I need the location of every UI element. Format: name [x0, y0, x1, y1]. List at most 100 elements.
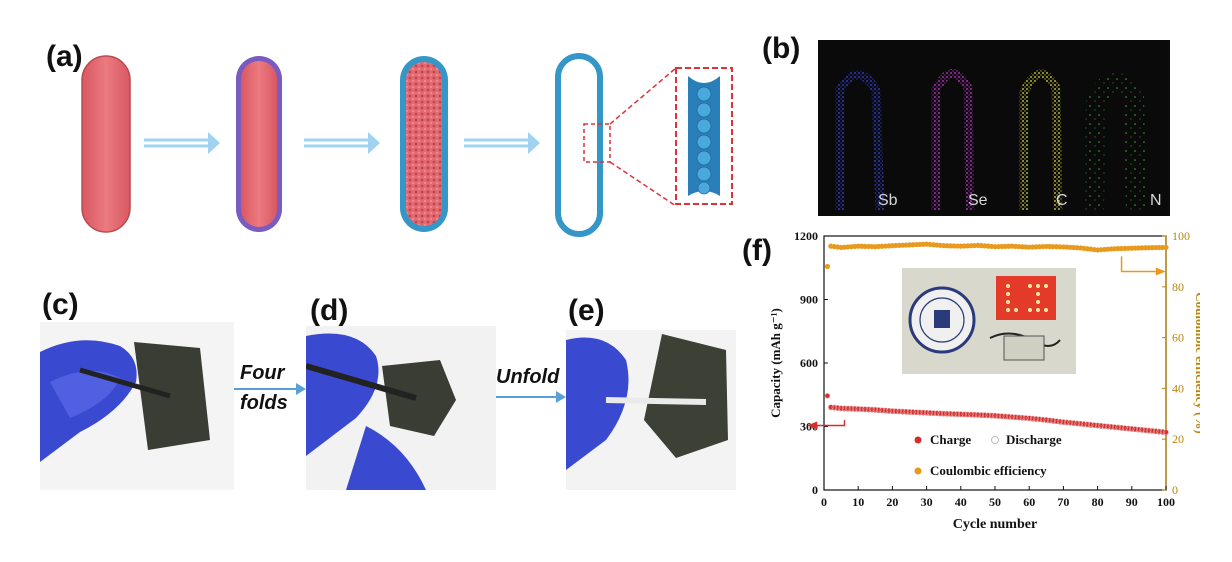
- discharge-point: [988, 412, 995, 419]
- x-tick-label: 60: [1023, 495, 1035, 509]
- discharge-point: [1159, 428, 1166, 435]
- discharge-point: [1019, 414, 1026, 421]
- process-arrow-3: [464, 132, 540, 154]
- discharge-point: [1156, 428, 1162, 435]
- coated-nanorod: [236, 56, 282, 232]
- discharge-point: [923, 409, 930, 416]
- discharge-point: [858, 406, 865, 412]
- arrow-label-unfold: Unfold: [496, 366, 560, 388]
- y2-tick-label: 0: [1172, 483, 1178, 497]
- panel-label-f: (f): [742, 234, 772, 267]
- discharge-point: [1081, 421, 1087, 427]
- edx-sb-map: [835, 70, 885, 211]
- discharge-point: [893, 408, 899, 414]
- y2-tick-label: 100: [1172, 229, 1190, 243]
- zoom-connectors: [609, 67, 677, 207]
- efficiency-axis-arrow: [1120, 256, 1156, 273]
- unfold-arrow: [496, 391, 566, 403]
- photo-flexible-film: [40, 322, 234, 490]
- discharge-point: [995, 413, 1002, 419]
- discharge-point: [958, 411, 964, 417]
- legend-label-charge: Charge: [930, 432, 971, 447]
- led-panel: [996, 276, 1056, 320]
- discharge-point: [968, 411, 974, 418]
- legend-marker-efficiency: [914, 467, 922, 475]
- discharge-point: [889, 408, 896, 414]
- discharge-point: [971, 411, 978, 418]
- discharge-point: [1135, 426, 1142, 432]
- y2-tick-label: 60: [1172, 331, 1184, 345]
- discharge-point: [896, 408, 902, 414]
- x-tick-label: 50: [989, 495, 1001, 509]
- discharge-point: [944, 410, 950, 417]
- discharge-point: [845, 405, 851, 412]
- discharge-point: [865, 406, 872, 412]
- x-tick-label: 70: [1057, 495, 1069, 509]
- discharge-point: [1009, 414, 1015, 420]
- discharge-point: [1142, 427, 1149, 433]
- discharge-point: [1084, 421, 1091, 427]
- legend-label-efficiency: Coulombic efficiency: [930, 463, 1047, 478]
- edx-n-map: [1084, 72, 1146, 211]
- tweezers-icon: [306, 363, 417, 401]
- carbon-film: [644, 334, 728, 458]
- charge-axis-arrow: [817, 420, 846, 427]
- discharge-point: [1029, 415, 1036, 422]
- discharge-point: [841, 405, 848, 411]
- y2-tick-label: 40: [1172, 381, 1184, 395]
- panel-label-b: (b): [762, 32, 801, 65]
- legend-label-discharge: Discharge: [1006, 432, 1062, 447]
- discharge-point: [1098, 422, 1104, 429]
- discharge-point: [852, 405, 858, 412]
- y2-axis-label: Coulombic efficiency (%): [1193, 292, 1200, 434]
- discharge-point: [828, 404, 834, 410]
- discharge-point: [982, 412, 988, 418]
- discharge-point: [1132, 426, 1138, 432]
- discharge-point: [999, 413, 1005, 419]
- discharge-point: [1125, 425, 1132, 431]
- discharge-point: [1070, 420, 1077, 426]
- discharge-point: [1033, 416, 1039, 422]
- edx-label-n: N: [1150, 192, 1162, 209]
- discharge-point: [1074, 420, 1080, 426]
- edx-c-map: [1019, 69, 1063, 211]
- carbon-film: [382, 360, 456, 436]
- discharge-point: [1139, 426, 1145, 433]
- discharge-point: [824, 393, 831, 399]
- edx-label-sb: Sb: [878, 192, 898, 209]
- discharge-point: [1091, 422, 1097, 428]
- tweezers-icon: [79, 367, 171, 399]
- discharge-point: [1115, 424, 1121, 430]
- discharge-point: [1060, 419, 1067, 425]
- arrow-label-four: Four: [240, 362, 285, 384]
- y2-tick-label: 80: [1172, 280, 1184, 294]
- discharge-point: [1101, 423, 1108, 429]
- y2-tick-label: 20: [1172, 432, 1184, 446]
- textured-nanorod: [400, 56, 448, 232]
- efficiency-point: [1163, 244, 1169, 251]
- x-tick-label: 100: [1157, 495, 1175, 509]
- y-tick-label: 600: [800, 356, 818, 370]
- discharge-point: [1118, 424, 1125, 431]
- x-tick-label: 0: [821, 495, 827, 509]
- x-axis-label: Cycle number: [953, 517, 1037, 532]
- process-arrow-2: [304, 132, 380, 154]
- process-arrow-1: [144, 132, 220, 154]
- discharge-point: [1047, 417, 1053, 423]
- discharge-point: [927, 409, 933, 416]
- discharge-point: [1129, 425, 1135, 432]
- edx-label-se: Se: [968, 192, 988, 209]
- tweezers-icon: [605, 397, 707, 405]
- discharge-point: [1149, 427, 1156, 434]
- discharge-point: [1036, 416, 1043, 422]
- discharge-point: [899, 408, 906, 415]
- x-tick-label: 40: [955, 495, 967, 509]
- discharge-point: [869, 406, 875, 413]
- synthesis-schematic: [81, 53, 733, 237]
- discharge-point: [848, 405, 855, 412]
- arrow-label-folds: folds: [240, 392, 288, 414]
- discharge-point: [920, 409, 926, 416]
- x-tick-label: 20: [886, 495, 898, 509]
- charge-point: [824, 393, 831, 399]
